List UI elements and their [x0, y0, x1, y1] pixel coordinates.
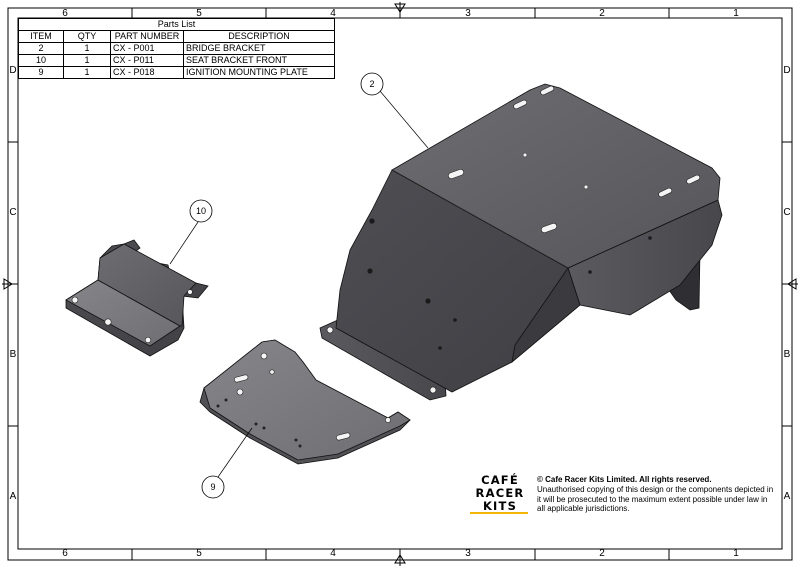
zone-row-a-left: A	[9, 491, 17, 502]
zone-col-4-top: 4	[330, 8, 336, 19]
header-qty: QTY	[63, 30, 111, 43]
table-row: 10 1 CX - P011 SEAT BRACKET FRONT	[18, 54, 335, 67]
balloon-item-2	[360, 72, 429, 149]
balloon-item-10	[169, 199, 213, 265]
cell-part-number: CX - P011	[110, 54, 184, 67]
copyright-notice: © Cafe Racer Kits Limited. All rights re…	[537, 475, 777, 514]
zone-row-a-right: A	[783, 491, 791, 502]
copyright-body: Unauthorised copying of this design or t…	[537, 484, 774, 514]
cell-description: SEAT BRACKET FRONT	[183, 54, 335, 67]
zone-row-c-left: C	[9, 207, 17, 218]
zone-row-c-right: C	[783, 207, 791, 218]
parts-list-title: Parts List	[18, 18, 335, 31]
logo-line-3: KITS	[482, 499, 518, 513]
table-row: 9 1 CX - P018 IGNITION MOUNTING PLATE	[18, 66, 335, 79]
bridge-bracket-part	[319, 83, 723, 401]
cell-item: 10	[18, 54, 64, 67]
logo-line-1: CAFÉ	[481, 473, 519, 487]
cell-description: BRIDGE BRACKET	[183, 42, 335, 55]
zone-col-4-bottom: 4	[330, 548, 336, 559]
balloon-label-9: 9	[210, 482, 216, 492]
cafe-racer-kits-logo: CAFÉ RACER KITS	[470, 474, 530, 513]
zone-row-d-left: D	[9, 65, 17, 76]
cell-part-number: CX - P018	[110, 66, 184, 79]
zone-col-6-top: 6	[62, 8, 68, 19]
cell-qty: 1	[63, 54, 111, 67]
cell-item: 9	[18, 66, 64, 79]
zone-row-b-right: B	[783, 349, 791, 360]
header-part-number: PART NUMBER	[110, 30, 184, 43]
zone-row-d-right: D	[783, 65, 791, 76]
balloon-label-10: 10	[195, 206, 206, 216]
zone-col-2-bottom: 2	[599, 548, 605, 559]
cell-qty: 1	[63, 66, 111, 79]
zone-row-b-left: B	[9, 349, 17, 360]
logo-line-2: RACER	[475, 486, 525, 500]
copyright-heading: © Cafe Racer Kits Limited. All rights re…	[537, 475, 712, 484]
zone-col-2-top: 2	[599, 8, 605, 19]
header-description: DESCRIPTION	[183, 30, 335, 43]
cell-qty: 1	[63, 42, 111, 55]
zone-col-6-bottom: 6	[62, 548, 68, 559]
cell-part-number: CX - P001	[110, 42, 184, 55]
zone-col-1-bottom: 1	[733, 548, 739, 559]
zone-col-5-top: 5	[196, 8, 202, 19]
header-item: ITEM	[18, 30, 64, 43]
parts-list-table: Parts List ITEM QTY PART NUMBER DESCRIPT…	[18, 18, 335, 79]
balloon-label-2: 2	[369, 79, 375, 89]
zone-col-3-top: 3	[465, 8, 471, 19]
logo-accent-bar	[470, 512, 528, 514]
cell-item: 2	[18, 42, 64, 55]
cell-description: IGNITION MOUNTING PLATE	[183, 66, 335, 79]
ignition-mounting-plate-part	[199, 339, 411, 465]
zone-col-5-bottom: 5	[196, 548, 202, 559]
zone-col-3-bottom: 3	[465, 548, 471, 559]
seat-bracket-front-part	[65, 239, 209, 357]
parts-list-header-row: ITEM QTY PART NUMBER DESCRIPTION	[18, 30, 335, 43]
balloon-item-9	[201, 427, 253, 499]
zone-col-1-top: 1	[733, 8, 739, 19]
parts-list-title-row: Parts List	[18, 18, 335, 31]
table-row: 2 1 CX - P001 BRIDGE BRACKET	[18, 42, 335, 55]
